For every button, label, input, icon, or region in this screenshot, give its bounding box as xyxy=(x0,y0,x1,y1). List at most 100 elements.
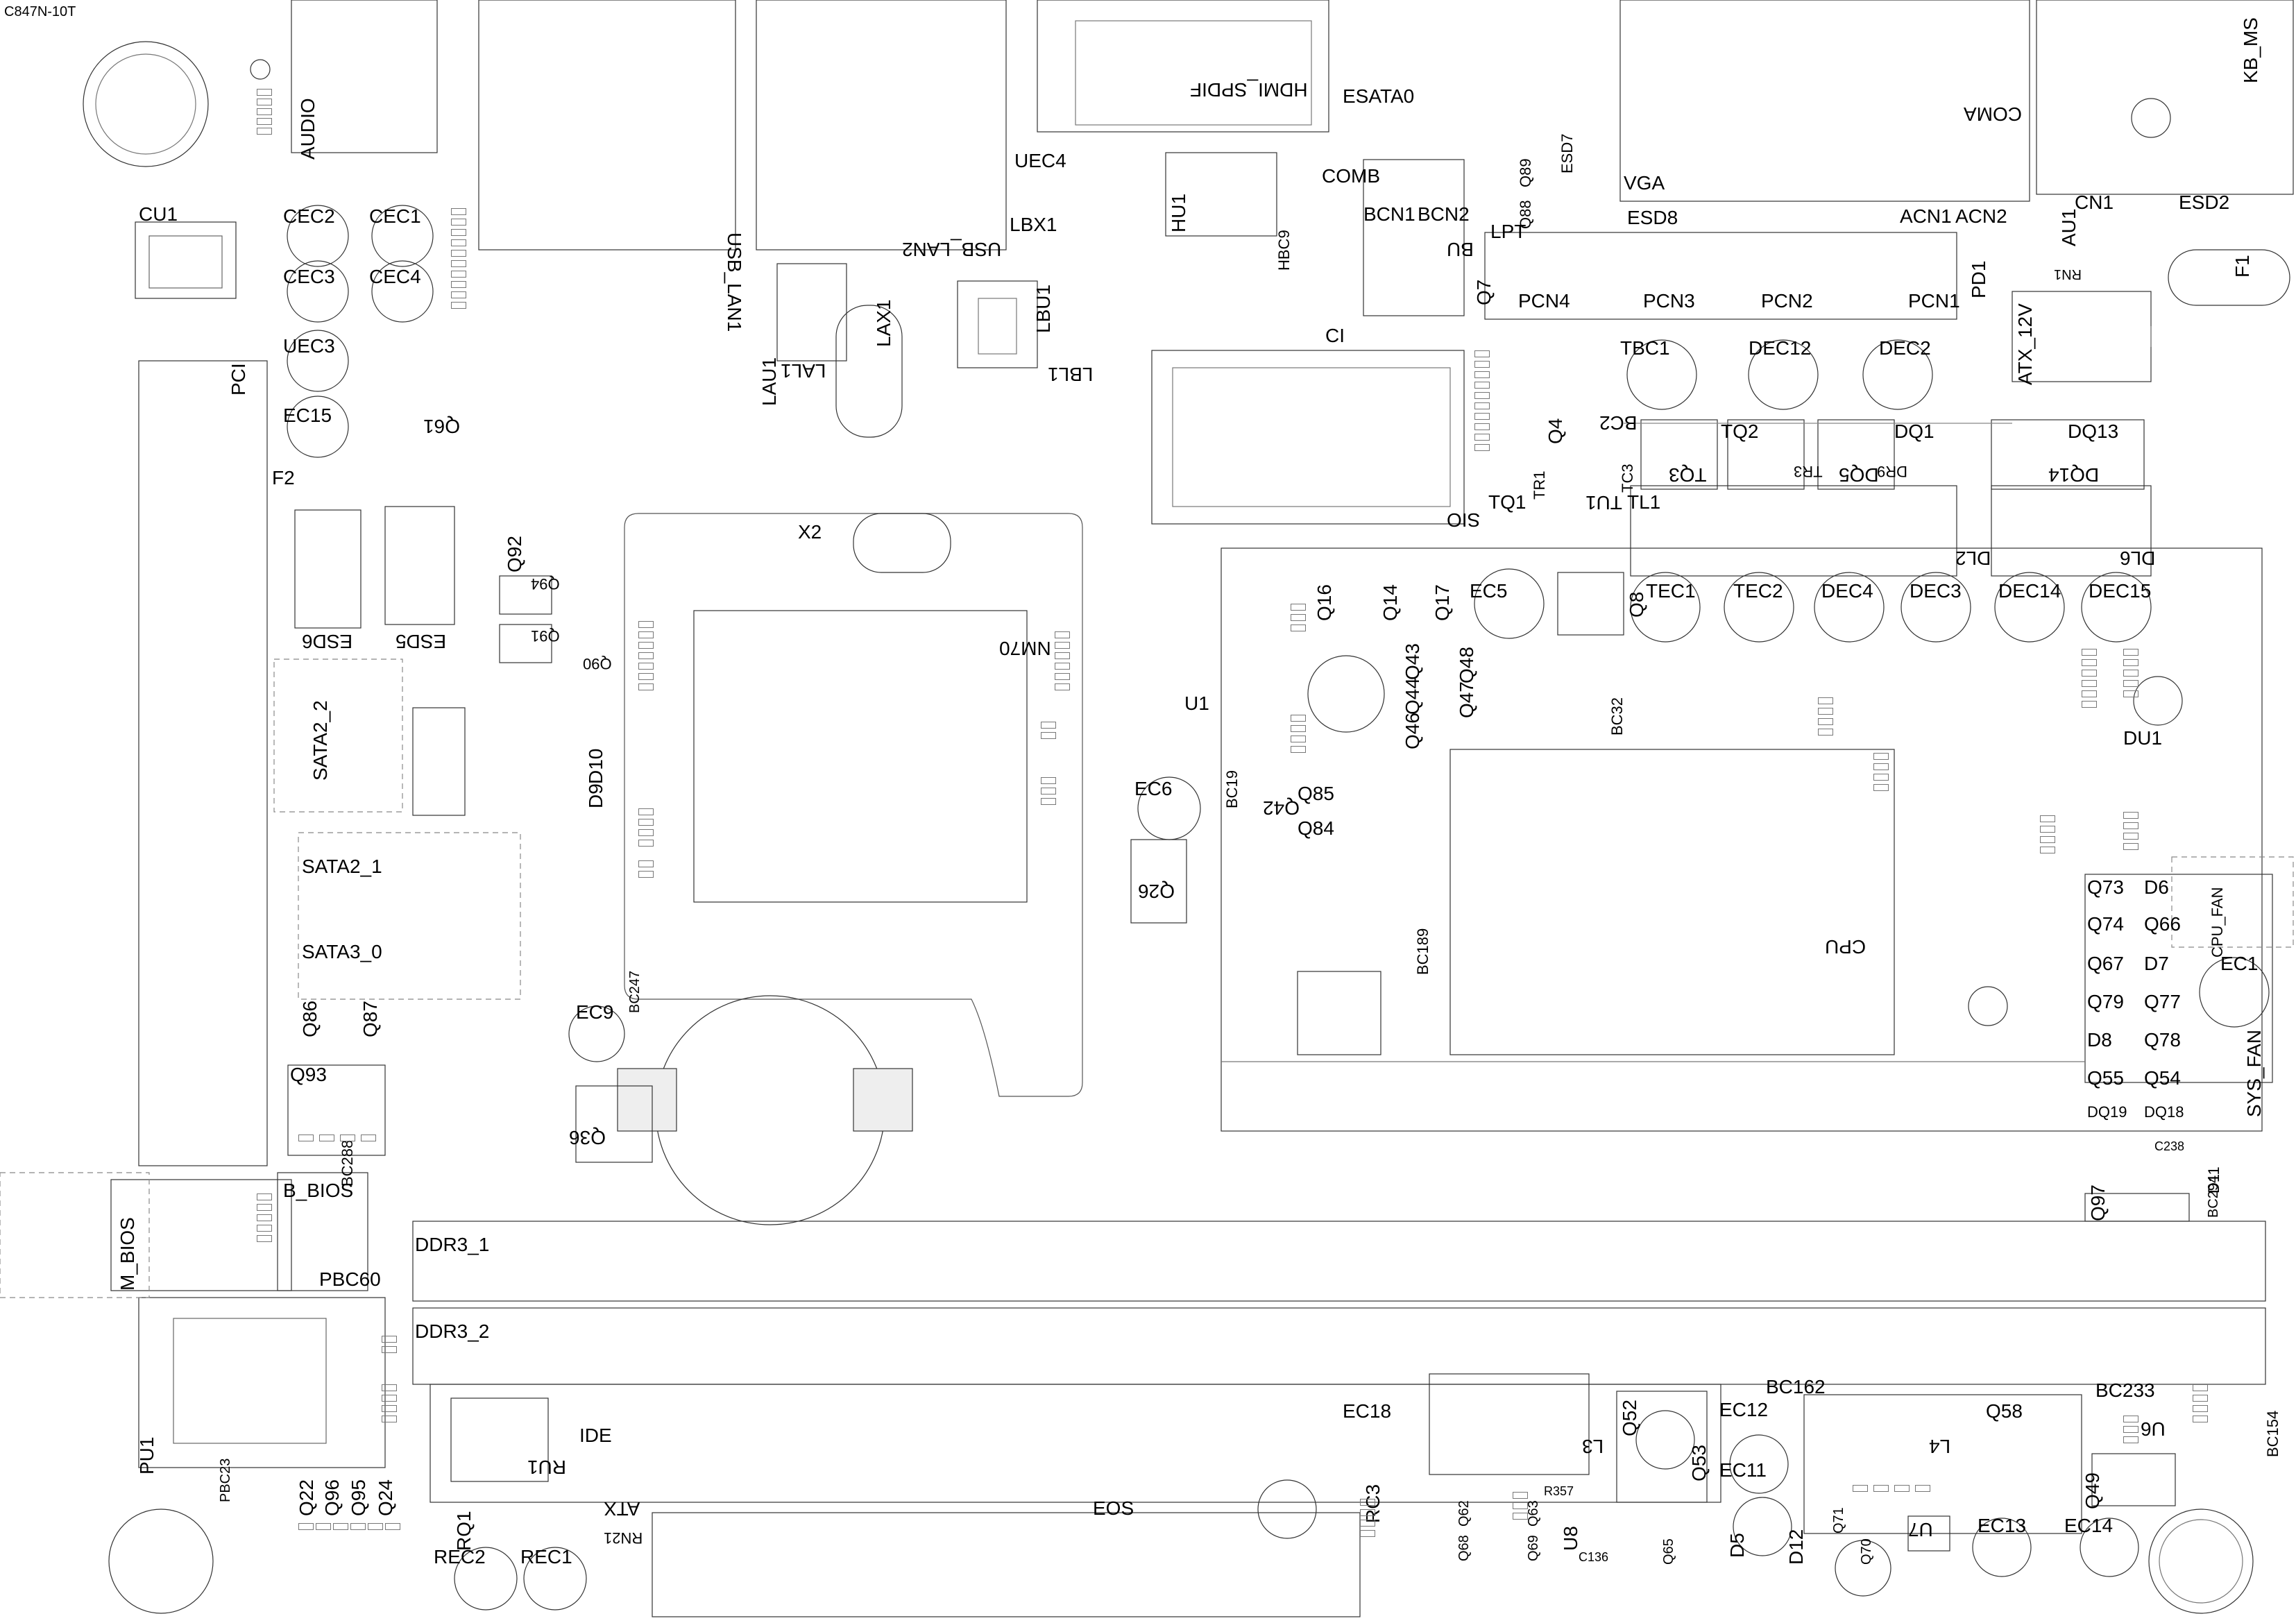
label-ec18: EC18 xyxy=(1343,1400,1392,1422)
smd-pad xyxy=(257,1235,272,1242)
label-tc3: TC3 xyxy=(1619,464,1636,493)
smd-pad xyxy=(2193,1384,2208,1391)
label-tu1: TU1 xyxy=(1585,492,1622,513)
label-rq1: RQ1 xyxy=(453,1511,475,1551)
label-q65: Q65 xyxy=(1661,1538,1676,1565)
label-dec12: DEC12 xyxy=(1749,337,1812,359)
label-q54: Q54 xyxy=(2144,1067,2181,1089)
label-esd7: ESD7 xyxy=(1558,133,1576,173)
label-rec1: REC1 xyxy=(520,1546,572,1567)
smd-pad xyxy=(382,1336,397,1343)
label-dr9: DR9 xyxy=(1877,463,1908,480)
smd-pad xyxy=(1360,1499,1375,1506)
label-q22: Q22 xyxy=(296,1479,317,1516)
label-cn1: CN1 xyxy=(2075,192,2114,213)
label-q95: Q95 xyxy=(348,1479,369,1516)
label-lbu1: LBU1 xyxy=(1032,284,1054,333)
label-q16: Q16 xyxy=(1313,584,1335,621)
smd-pad xyxy=(1873,763,1889,770)
label-q77: Q77 xyxy=(2144,991,2181,1012)
smd-pad xyxy=(1474,413,1490,420)
label-uec4: UEC4 xyxy=(1014,150,1066,171)
smd-pad xyxy=(257,1204,272,1211)
label-pcn4: PCN4 xyxy=(1518,290,1570,312)
smd-pad xyxy=(382,1395,397,1402)
label-q8: Q8 xyxy=(1626,591,1647,618)
smd-pad xyxy=(2123,659,2138,666)
label-q84: Q84 xyxy=(1298,817,1334,839)
smd-pad xyxy=(2040,826,2055,833)
smd-pad xyxy=(1818,729,1833,736)
label-sys-fan: SYS_FAN xyxy=(2243,1029,2265,1117)
smd-pad xyxy=(382,1384,397,1391)
smd-pad xyxy=(1291,746,1306,753)
label-dq5: DQ5 xyxy=(1839,464,1879,486)
smd-pad xyxy=(298,1135,314,1141)
smd-pad xyxy=(1513,1492,1528,1499)
label-q96: Q96 xyxy=(321,1479,343,1516)
smd-pad xyxy=(382,1405,397,1412)
label-q79: Q79 xyxy=(2087,991,2124,1012)
smd-pad xyxy=(1041,798,1056,805)
label-comb: COMB xyxy=(1322,165,1380,187)
smd-pad xyxy=(638,871,654,878)
smd-pad xyxy=(638,840,654,847)
smd-pad xyxy=(316,1523,331,1530)
smd-pad xyxy=(1041,788,1056,794)
smd-pad xyxy=(382,1416,397,1422)
label-q47: Q47 xyxy=(1456,681,1477,718)
label-q85: Q85 xyxy=(1298,783,1334,804)
audio-jack-outline xyxy=(83,41,209,167)
smd-pad xyxy=(1291,604,1306,611)
cmos-battery-outline xyxy=(655,995,885,1225)
smd-pad xyxy=(257,1225,272,1232)
smd-pad xyxy=(2123,670,2138,677)
label-dec3: DEC3 xyxy=(1910,580,1962,602)
label-cpu: CPU xyxy=(1825,936,1866,958)
label-pd1: PD1 xyxy=(1968,260,1989,298)
label-sio: SIO xyxy=(1447,509,1481,531)
label-q43: Q43 xyxy=(1402,643,1423,680)
smd-pad xyxy=(2082,680,2097,687)
smd-pad xyxy=(257,1214,272,1221)
smd-pad xyxy=(350,1523,366,1530)
label-dec2: DEC2 xyxy=(1879,337,1931,359)
label-bc288: BC288 xyxy=(339,1139,356,1187)
label-kb-ms: KB_MS xyxy=(2240,17,2261,83)
label-bc189: BC189 xyxy=(1414,928,1431,975)
label-q58: Q58 xyxy=(1986,1400,2023,1422)
label-d7: D7 xyxy=(2144,953,2169,974)
label-pbc60: PBC60 xyxy=(319,1268,381,1290)
smd-pad xyxy=(257,99,272,105)
label-tq2: TQ2 xyxy=(1721,420,1759,442)
label-acn2: ACN2 xyxy=(1955,205,2007,227)
smd-pad xyxy=(638,683,654,690)
label-u1: U1 xyxy=(1184,692,1209,714)
label-cec1: CEC1 xyxy=(369,205,421,227)
label-q86: Q86 xyxy=(299,1001,321,1037)
label-q49: Q49 xyxy=(2082,1472,2103,1509)
ddr3-1-slot xyxy=(412,1221,2266,1302)
smd-pad xyxy=(638,663,654,670)
label-lpt: LPT xyxy=(1490,221,1527,242)
label-q90: Q90 xyxy=(583,655,612,672)
label-bc2: BC2 xyxy=(1599,412,1638,434)
smd-pad xyxy=(2040,847,2055,853)
smd-pad xyxy=(2123,822,2138,829)
smd-pad xyxy=(1474,350,1490,357)
label-q14: Q14 xyxy=(1379,584,1401,621)
label-hu1: HU1 xyxy=(1168,193,1189,232)
smd-pad xyxy=(1474,402,1490,409)
label-c136: C136 xyxy=(1579,1550,1609,1564)
smd-pad xyxy=(1055,663,1070,670)
label-q70: Q70 xyxy=(1859,1538,1874,1565)
label-tbc1: TBC1 xyxy=(1620,337,1670,359)
label-ec6: EC6 xyxy=(1134,778,1173,799)
label-q53: Q53 xyxy=(1688,1445,1710,1481)
label-q67: Q67 xyxy=(2087,953,2124,974)
smd-pad xyxy=(1360,1509,1375,1516)
cu1-chip-outline xyxy=(135,221,237,299)
smd-pad xyxy=(1041,722,1056,729)
smd-pad xyxy=(1818,697,1833,704)
